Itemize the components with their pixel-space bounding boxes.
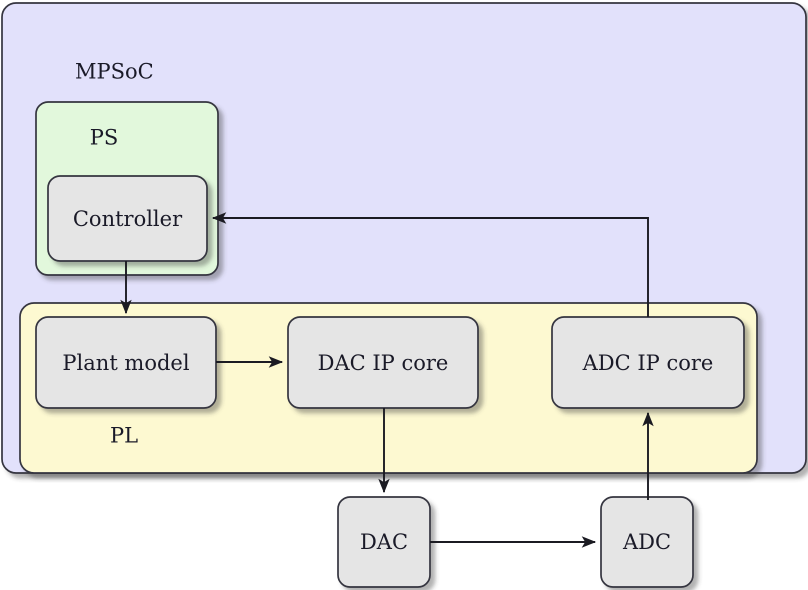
dac-ip-core-box[interactable] xyxy=(287,316,479,409)
mpsoc-label: MPSoC xyxy=(75,59,154,84)
node-plant-model[interactable] xyxy=(35,316,217,409)
edge-layer xyxy=(120,212,654,548)
node-controller[interactable] xyxy=(47,175,208,262)
plant-model-box[interactable] xyxy=(35,316,217,409)
adc-ip-core-box[interactable] xyxy=(551,316,745,409)
ps-label: PS xyxy=(89,125,119,150)
edge-adc-ip-core-to-controller xyxy=(211,212,649,317)
node-dac[interactable] xyxy=(337,496,431,588)
node-dac-ip-core[interactable] xyxy=(287,316,479,409)
dac-box[interactable] xyxy=(337,496,431,588)
node-adc[interactable] xyxy=(600,496,694,588)
adc-box[interactable] xyxy=(600,496,694,588)
node-adc-ip-core[interactable] xyxy=(551,316,745,409)
pl-label: PL xyxy=(109,423,139,448)
controller-box[interactable] xyxy=(47,175,208,262)
